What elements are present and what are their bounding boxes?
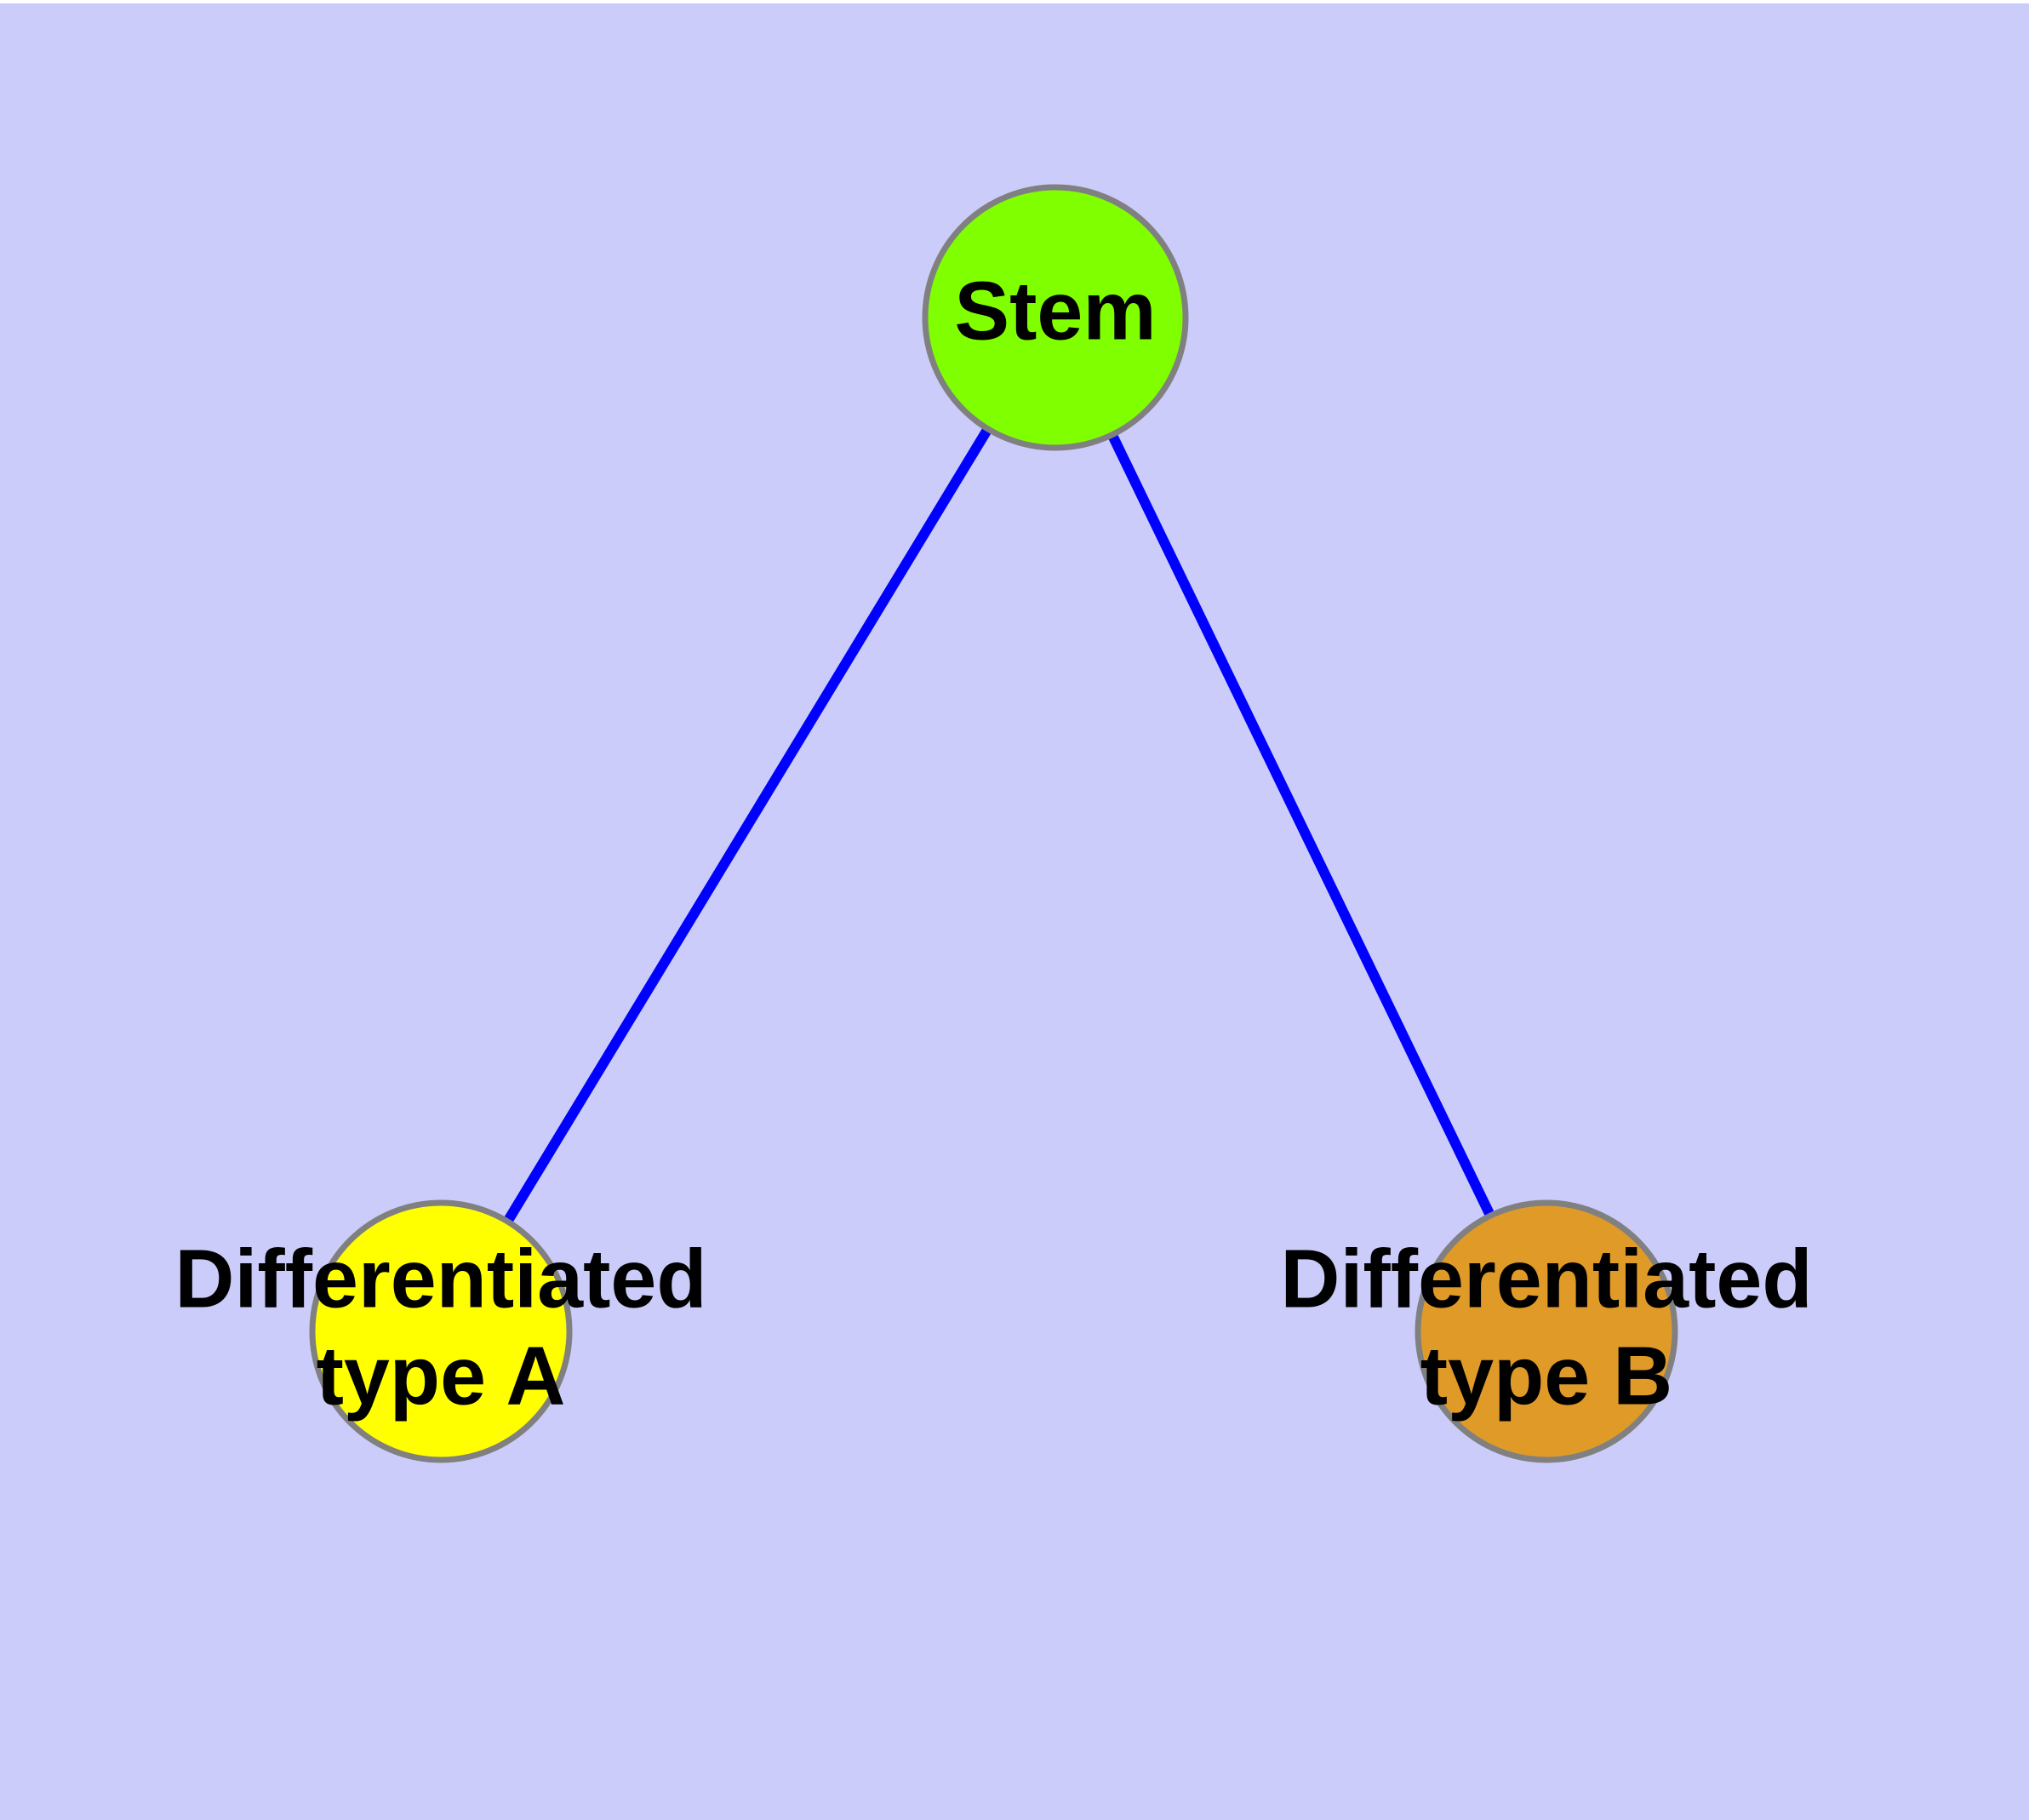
top-edge-strip [0,0,2029,3]
node-stem[interactable] [922,184,1189,451]
node-differentiated-type-b-label-line-2: type B [1420,1330,1672,1422]
node-stem-label: Stem [954,265,1156,358]
node-differentiated-type-a-label-line-1: Differentiated [174,1233,706,1325]
node-differentiated-type-b-circle[interactable] [1415,1199,1678,1463]
label-layer: Stem Differentiated type A Differentiate… [174,265,1812,1422]
edge-stem-to-differentiated-type-b[interactable] [1050,315,1552,1334]
node-differentiated-type-a[interactable] [309,1199,573,1463]
node-differentiated-type-a-label-line-2: type A [317,1330,566,1422]
node-stem-circle[interactable] [922,184,1189,451]
node-differentiated-type-a-circle[interactable] [309,1199,573,1463]
edge-stem-to-differentiated-type-a[interactable] [436,314,1060,1335]
node-differentiated-type-b[interactable] [1415,1199,1678,1463]
node-layer [309,184,1678,1463]
edge-layer [436,314,1552,1335]
node-differentiated-type-b-label-line-1: Differentiated [1280,1233,1812,1325]
